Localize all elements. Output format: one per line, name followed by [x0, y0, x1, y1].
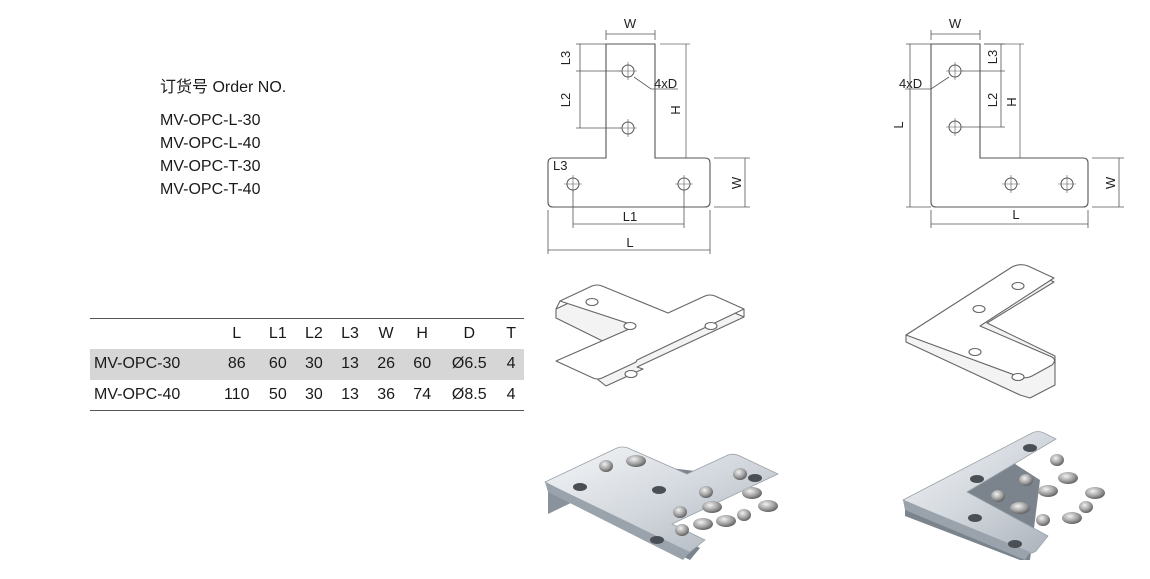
spec-cell: 60 — [413, 355, 432, 372]
spec-cell: 50 — [268, 385, 287, 403]
hole — [619, 62, 637, 80]
spec-cell: 26 — [377, 355, 395, 372]
dim-label: H — [1004, 97, 1019, 106]
dim-label: W — [729, 176, 744, 189]
spec-cell: 60 — [268, 355, 287, 372]
spec-cell: 13 — [341, 355, 359, 372]
spec-header-cell: L2 — [305, 324, 323, 342]
dim-label: W — [949, 16, 962, 31]
order-item: MV-OPC-L-30 — [160, 112, 261, 129]
spec-header-cell: L3 — [341, 324, 359, 342]
dim-label: L2 — [985, 93, 1000, 107]
l-plate-kit-photo — [902, 431, 1105, 560]
spec-cell: MV-OPC-30 — [94, 355, 181, 372]
spec-cell: 13 — [341, 385, 359, 403]
spec-cell: 36 — [377, 385, 395, 403]
spec-header-row: L L1 L2 L3 W H D T — [90, 318, 524, 349]
spec-cell: Ø8.5 — [451, 385, 487, 403]
dim-label: L — [626, 235, 633, 250]
dim-label: W — [624, 16, 637, 31]
spec-header-cell: W — [378, 324, 394, 342]
spec-cell: 30 — [305, 385, 323, 403]
dim-label: L3 — [985, 50, 1000, 64]
l-plate-dimension-labels: W 4xD L3 L2 H L W L — [891, 16, 1118, 222]
spec-cell: 4 — [506, 355, 516, 372]
spec-cell: 74 — [413, 385, 432, 403]
t-plate-isometric — [555, 284, 745, 387]
order-item: MV-OPC-L-40 — [160, 135, 261, 152]
t-plate-dimension-labels: W L3 L2 4xD H L3 W L1 L — [553, 16, 744, 250]
dim-label: L3 — [553, 158, 567, 173]
dim-label: L1 — [623, 209, 637, 224]
spec-header-cell: H — [416, 324, 428, 342]
t-plate-drawing — [547, 30, 750, 254]
order-item: MV-OPC-T-30 — [160, 158, 261, 175]
screw-nut — [599, 455, 778, 536]
spec-cell: Ø6.5 — [451, 355, 487, 372]
dim-label: 4xD — [899, 76, 922, 91]
table-row: MV-OPC-40 110 50 30 13 36 74 Ø8.5 4 — [90, 380, 524, 411]
order-number-title: 订货号 Order NO. — [160, 79, 287, 96]
table-row: MV-OPC-30 86 60 30 13 26 60 Ø6.5 4 — [90, 348, 524, 380]
spec-header-cell: L1 — [268, 324, 287, 342]
hole — [946, 62, 964, 80]
dim-label: W — [1103, 176, 1118, 189]
hole — [619, 119, 637, 137]
dim-label: L3 — [558, 51, 573, 65]
order-item: MV-OPC-T-40 — [160, 181, 261, 198]
spec-cell: 4 — [506, 385, 516, 403]
spec-cell: 30 — [305, 355, 323, 372]
spec-header-cell: T — [506, 324, 517, 342]
dim-label: 4xD — [654, 76, 677, 91]
spec-table: L L1 L2 L3 W H D T MV-OPC-30 86 60 30 13… — [90, 318, 524, 411]
dim-label: L2 — [558, 93, 573, 107]
dim-label: L — [891, 121, 906, 128]
spec-header-cell: D — [463, 324, 476, 342]
spec-cell: MV-OPC-40 — [94, 385, 181, 403]
spec-cell: 110 — [223, 385, 250, 403]
t-plate-kit-photo — [544, 446, 779, 560]
hole — [946, 118, 964, 136]
order-number-list: 订货号 Order NO. MV-OPC-L-30 MV-OPC-L-40 MV… — [160, 76, 286, 201]
dim-label: H — [668, 105, 683, 114]
l-plate-isometric — [905, 264, 1056, 399]
l-plate-drawing — [905, 30, 1124, 228]
screw-nut — [991, 454, 1105, 526]
spec-header-cell: L — [232, 324, 242, 342]
dim-label: L — [1012, 207, 1019, 222]
spec-cell: 86 — [227, 355, 246, 372]
hole — [1058, 175, 1076, 193]
hole — [1002, 175, 1020, 193]
